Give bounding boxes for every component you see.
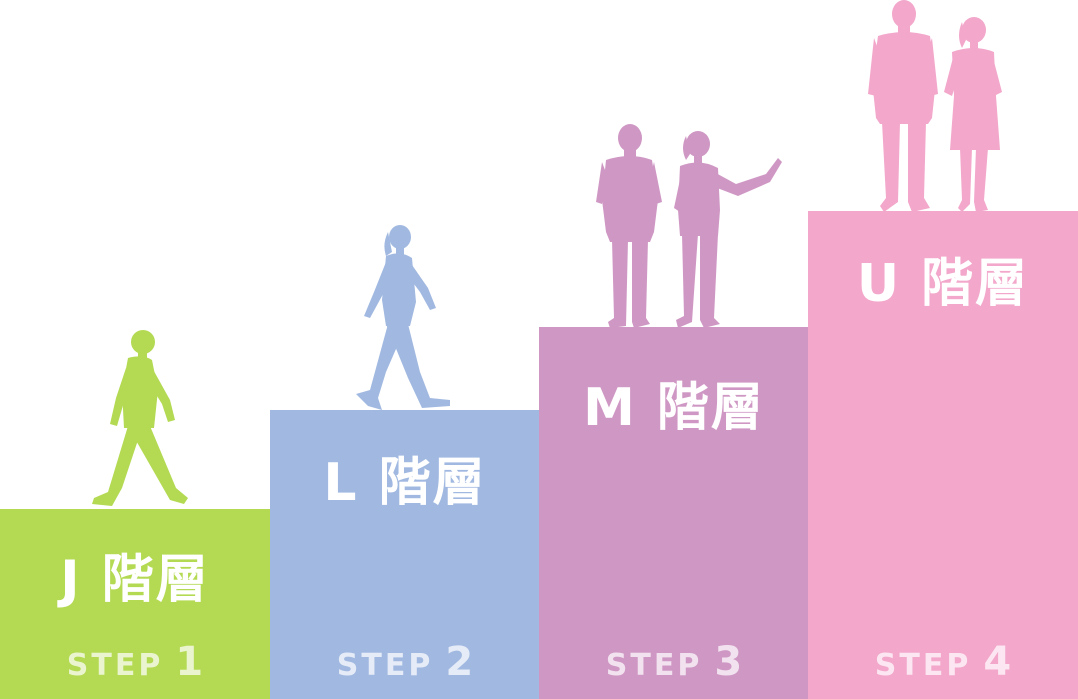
- step-block-2: L 階層 STEP 2: [270, 410, 540, 699]
- level-label-j: J 階層: [0, 537, 270, 612]
- step-caption-3: STEP 3: [539, 639, 809, 685]
- step-caption-1: STEP 1: [0, 639, 270, 685]
- step-number: 2: [445, 639, 474, 685]
- level-letter: M: [583, 378, 637, 438]
- step-number: 4: [983, 639, 1012, 685]
- step-word: STEP: [874, 648, 972, 683]
- level-suffix: 階層: [378, 453, 487, 513]
- step-word: STEP: [66, 648, 164, 683]
- step-caption-4: STEP 4: [808, 639, 1078, 685]
- step-block-4: U 階層 STEP 4: [808, 211, 1078, 699]
- walking-woman-icon: [356, 225, 450, 410]
- level-label-u: U 階層: [808, 241, 1078, 316]
- level-label-l: L 階層: [270, 440, 540, 515]
- level-letter: J: [60, 550, 82, 610]
- businessman-and-pointing-woman-icon: [596, 124, 782, 328]
- level-suffix: 階層: [656, 378, 765, 438]
- level-letter: U: [856, 254, 902, 314]
- level-letter: L: [323, 453, 359, 513]
- executive-man-and-woman-icon: [868, 0, 1002, 212]
- step-number: 1: [175, 639, 204, 685]
- level-suffix: 階層: [101, 550, 210, 610]
- step-number: 3: [714, 639, 743, 685]
- step-block-3: M 階層 STEP 3: [539, 327, 809, 699]
- step-caption-2: STEP 2: [270, 639, 540, 685]
- step-word: STEP: [336, 648, 434, 683]
- step-block-1: J 階層 STEP 1: [0, 509, 270, 699]
- level-label-m: M 階層: [539, 365, 809, 440]
- level-suffix: 階層: [921, 254, 1030, 314]
- walking-man-icon: [92, 330, 188, 506]
- step-word: STEP: [605, 648, 703, 683]
